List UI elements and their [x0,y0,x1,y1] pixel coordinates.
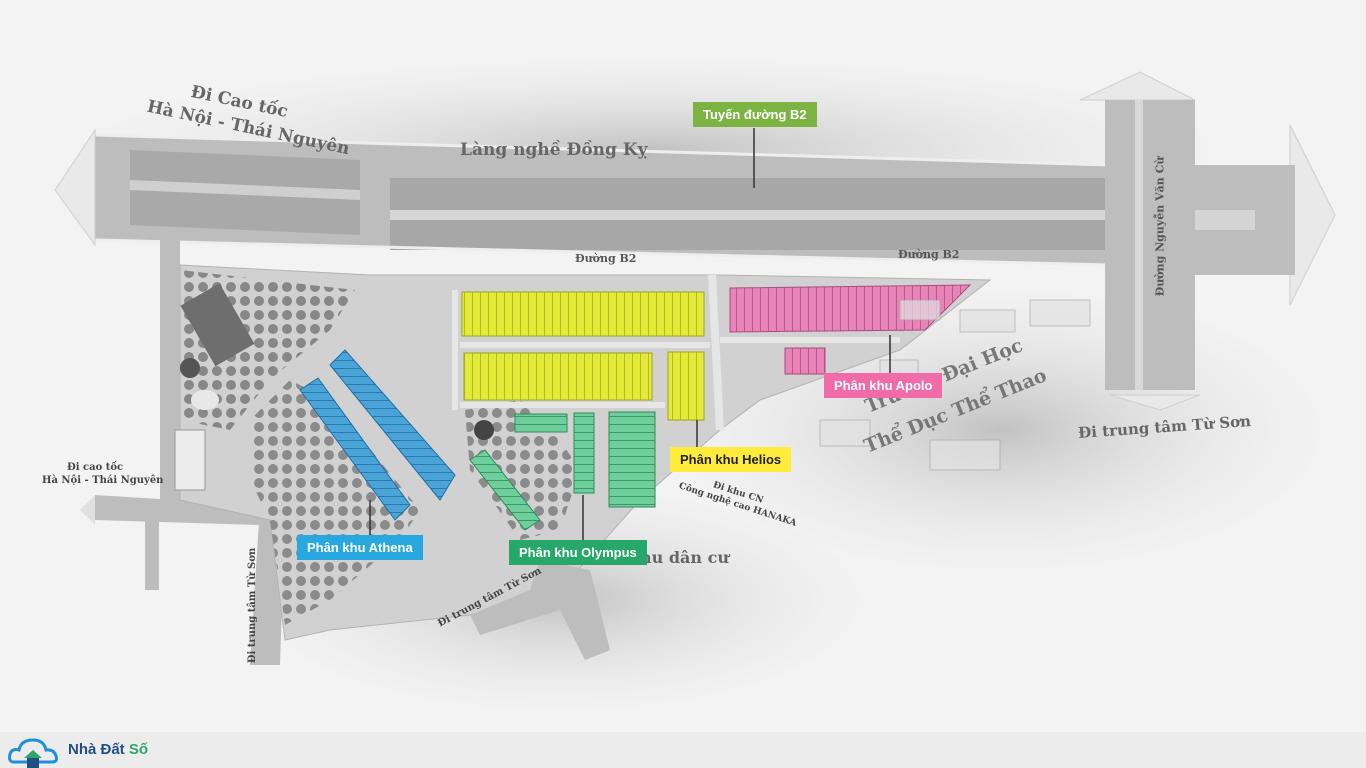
athena-lots [299,349,456,521]
master-plan-map [54,60,1336,710]
brand-accent: Số [128,741,149,758]
brand-name[interactable]: Nhà Đất Số [68,741,148,758]
helios-zone-label[interactable]: Phân khu Helios [670,447,792,472]
olympus-lots [469,411,656,531]
highway-west-label-2: Hà Nội - Thái Nguyên [42,475,164,486]
footer-bar: Nhà Đất Số [0,732,1366,768]
village-label: Làng nghề Đồng Kỵ [460,140,648,160]
residential-label: hu dân cư [640,548,729,567]
apolo-zone-label[interactable]: Phân khu Apolo [824,373,943,398]
house-cloud-icon [8,738,58,768]
b2-route-label[interactable]: Tuyến đường B2 [693,102,817,127]
nguyen-van-cu-road [1105,100,1295,390]
helios-lots [461,291,705,421]
brand-main: Nhà Đất [68,741,129,758]
nguyen-van-cu-label: Đường Nguyễn Văn Cừ [1153,156,1167,297]
north-arrow [1079,71,1196,101]
b2-road-label-left: Đường B2 [575,252,637,265]
south-east-arrow [1109,394,1201,411]
b2-road-label-right: Đường B2 [898,248,960,261]
east-arrow [1289,124,1336,306]
b2-highway [94,133,1111,267]
highway-west-label: Đi cao tốc [67,462,124,473]
west-arrow [54,128,96,247]
olympus-zone-label[interactable]: Phân khu Olympus [509,540,647,565]
to-tu-son-south-label: Đi trung tâm Từ Sơn [247,547,259,664]
athena-zone-label[interactable]: Phân khu Athena [297,535,423,560]
